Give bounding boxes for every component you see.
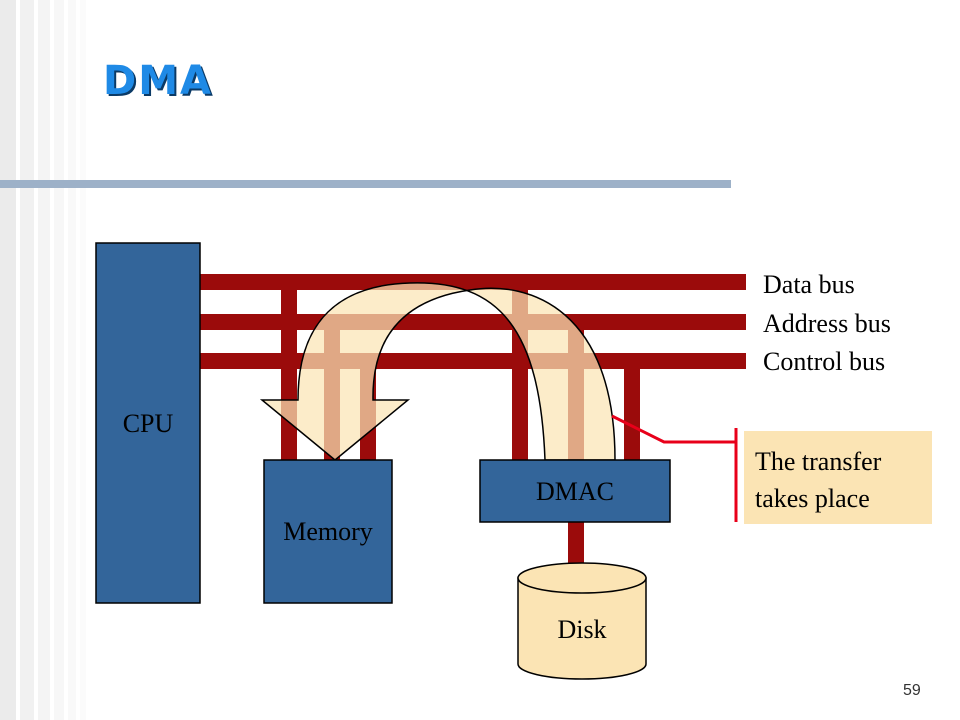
callout-line-1: The transfer bbox=[755, 447, 882, 476]
callout-connector bbox=[611, 414, 738, 522]
control-bus-label: Control bus bbox=[763, 347, 886, 376]
cpu-box bbox=[95, 242, 201, 604]
page-number: 59 bbox=[903, 682, 921, 699]
dmac-box bbox=[479, 459, 671, 523]
memory-drop-1 bbox=[281, 282, 297, 460]
control-bus-line bbox=[200, 353, 746, 369]
callout-line-2: takes place bbox=[755, 484, 870, 513]
title-rule bbox=[0, 180, 731, 188]
transfer-arrow bbox=[259, 282, 616, 461]
memory-box bbox=[263, 459, 393, 604]
memory-label: Memory bbox=[283, 517, 373, 546]
data-bus-label: Data bus bbox=[763, 270, 855, 299]
disk-cylinder bbox=[517, 562, 647, 680]
data-bus-line bbox=[200, 274, 746, 290]
address-bus-label: Address bus bbox=[763, 309, 891, 338]
dmac-label: DMAC bbox=[535, 477, 614, 506]
address-bus-line bbox=[200, 314, 746, 330]
transfer-callout: The transfer takes place bbox=[744, 431, 932, 524]
disk-label: Disk bbox=[557, 615, 607, 644]
dmac-drop-3 bbox=[624, 358, 640, 460]
slide-title: DMA bbox=[103, 58, 213, 104]
disk-drop bbox=[568, 522, 584, 566]
cpu-label: CPU bbox=[122, 409, 174, 438]
buses bbox=[200, 274, 746, 369]
